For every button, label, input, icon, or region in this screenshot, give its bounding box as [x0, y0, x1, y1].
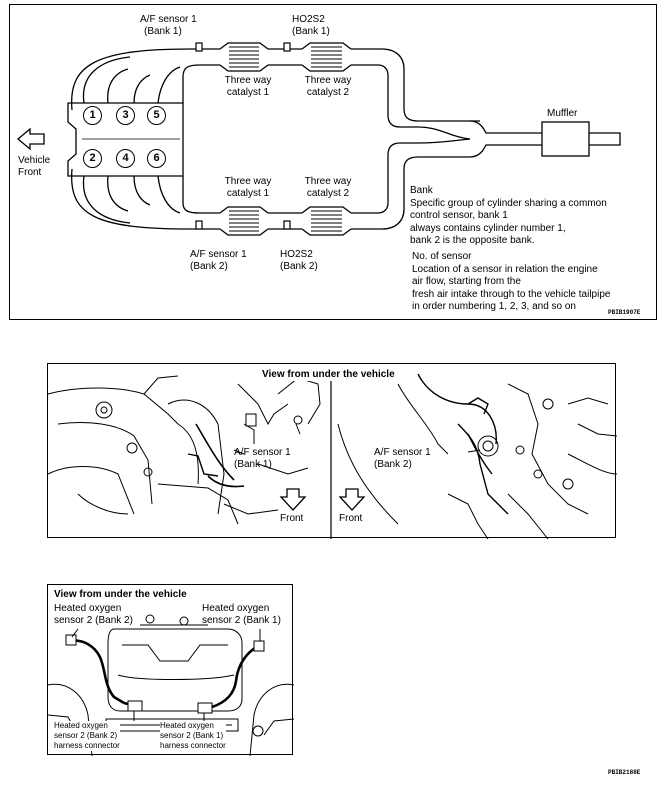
af-sensor-bank2-label: A/F sensor 1(Bank 2): [190, 249, 247, 272]
cylinder-6: 6: [147, 149, 166, 168]
bottom-title: View from under the vehicle: [54, 589, 187, 600]
af-sensor-bank2-callout: A/F sensor 1(Bank 2): [374, 447, 431, 470]
middle-title: View from under the vehicle: [260, 369, 397, 381]
cylinder-4: 4: [116, 149, 135, 168]
exhaust-schematic: [16, 42, 621, 236]
af-sensor-location-view: View from under the vehicle A/F sensor 1…: [47, 363, 618, 540]
ho2s2-bank1-label: HO2S2(Bank 1): [292, 14, 330, 37]
ho2s2-location-view: View from under the vehicle Heated oxyge…: [47, 584, 295, 757]
af-sensor-bank1-callout: A/F sensor 1(Bank 1): [234, 447, 291, 470]
af-sensor-bank1-label: A/F sensor 1(Bank 1): [140, 14, 197, 37]
figure-code-bottom: PBIB2188E: [608, 769, 641, 776]
ho2s2-bank2-label: HO2S2(Bank 2): [280, 249, 318, 272]
underside-illustration: [47, 373, 618, 540]
bank-definition: Bank Specific group of cylinder sharing …: [410, 185, 607, 246]
cylinder-5: 5: [147, 106, 166, 125]
ho2s2-bank2-marker: [283, 220, 291, 230]
ho2s2-bank1-marker: [283, 42, 291, 52]
cylinder-3: 3: [116, 106, 135, 125]
cylinder-1: 1: [83, 106, 102, 125]
muffler-label: Muffler: [547, 108, 578, 119]
front-label-right: Front: [339, 513, 363, 524]
front-label-left: Front: [280, 513, 304, 524]
af-sensor-bank1-marker: [195, 42, 203, 52]
af-sensor-bank2-marker: [195, 220, 203, 230]
cylinder-2: 2: [83, 149, 102, 168]
figure-code-top: PBIB1907E: [608, 309, 641, 316]
no-of-sensor-definition: No. of sensor Location of a sensor in re…: [412, 251, 611, 312]
